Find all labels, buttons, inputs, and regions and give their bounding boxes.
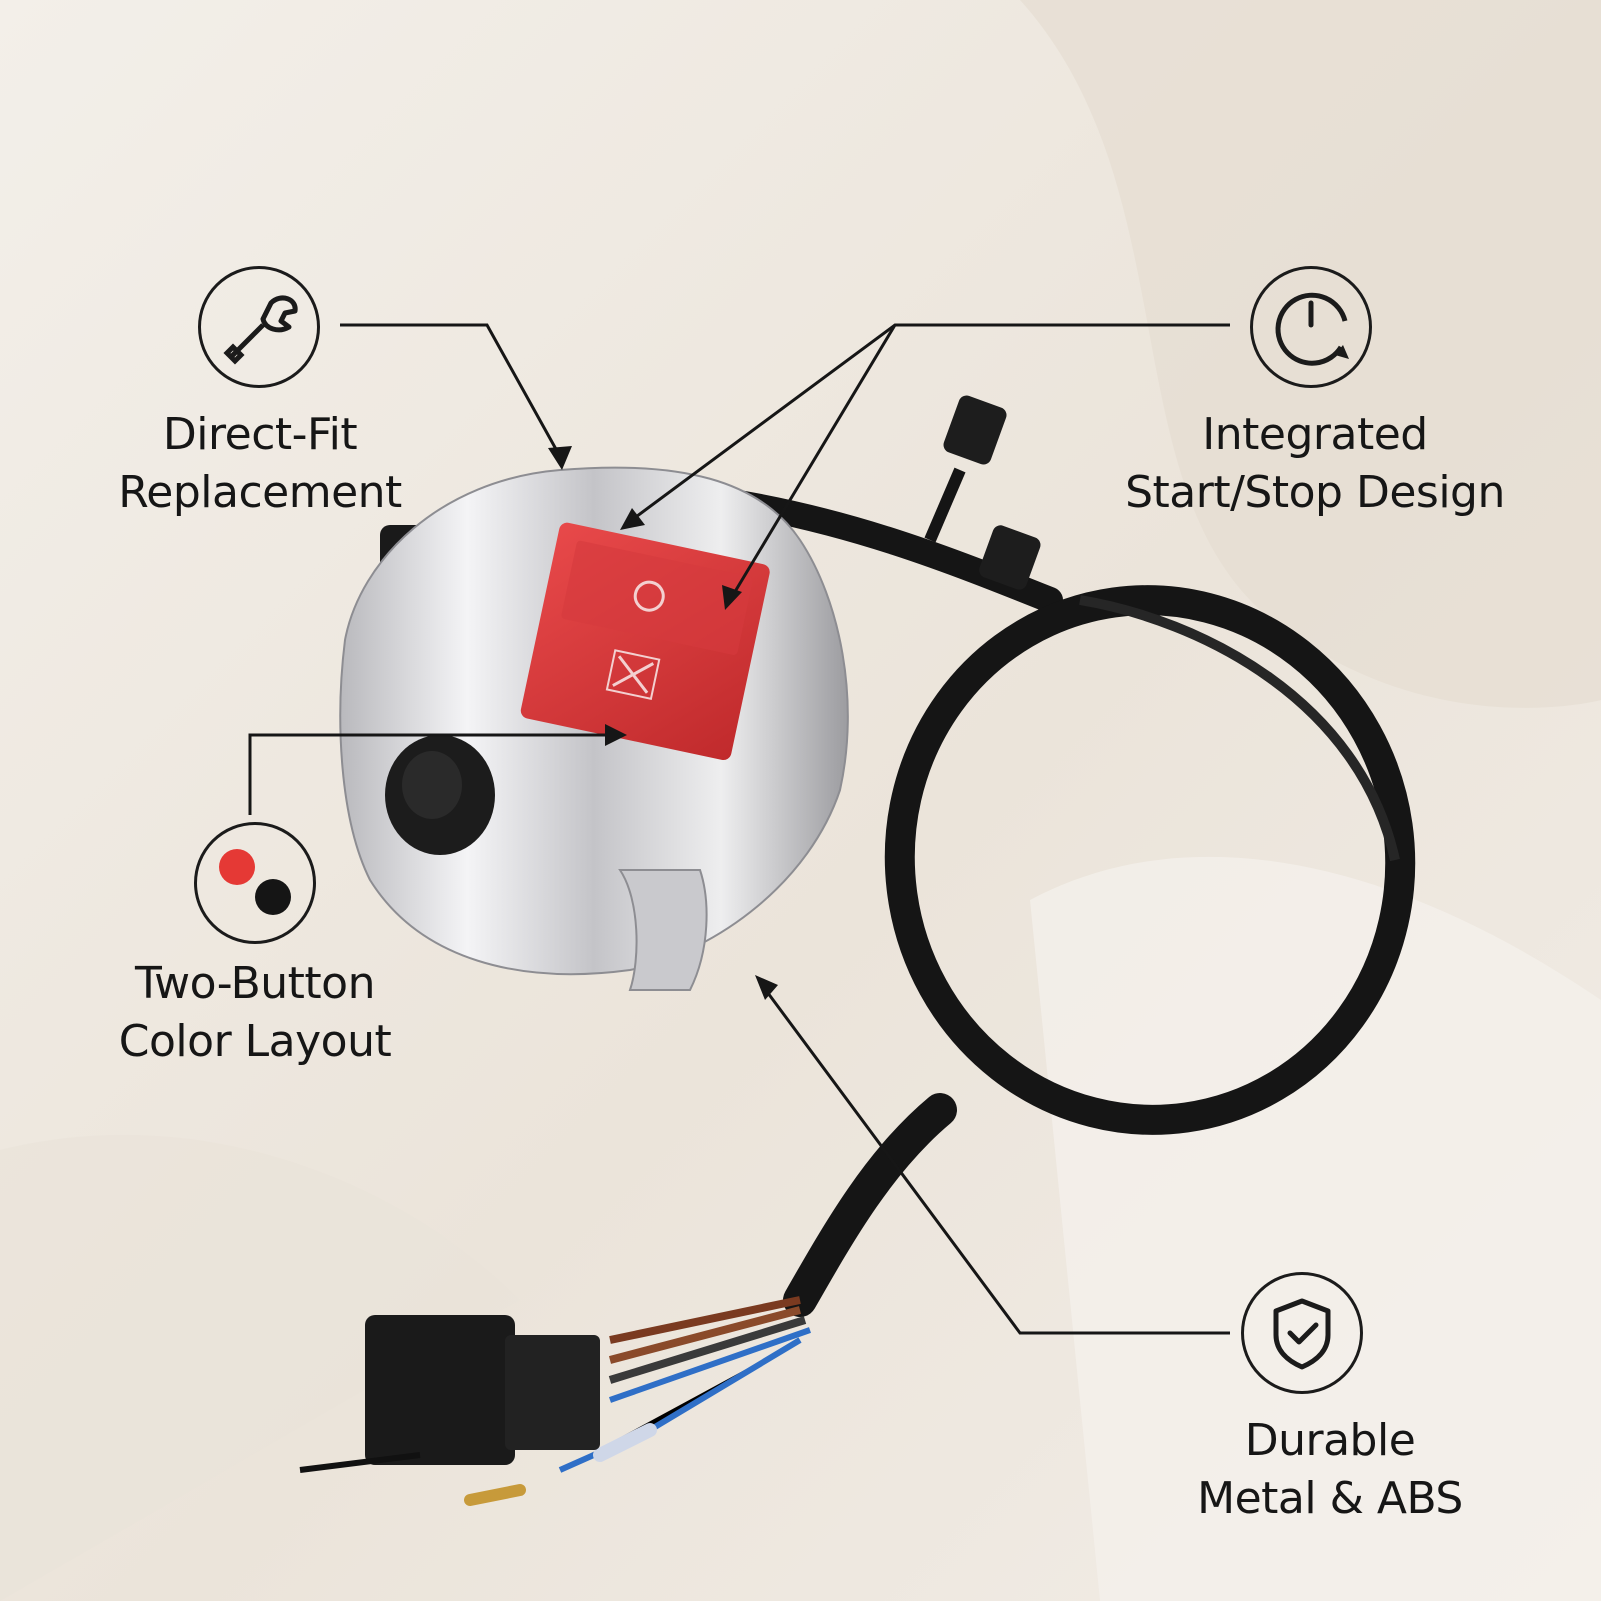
feature-two-button-line1: Two-Button bbox=[134, 958, 376, 1009]
wiring-harness bbox=[299, 395, 1416, 1506]
feature-two-button: Two-Button Color Layout bbox=[70, 955, 440, 1071]
feature-start-stop: Integrated Start/Stop Design bbox=[1080, 406, 1550, 522]
feature-direct-fit: Direct-Fit Replacement bbox=[70, 406, 450, 522]
feature-start-stop-line2: Start/Stop Design bbox=[1125, 467, 1505, 518]
shield-check-icon bbox=[1241, 1272, 1363, 1394]
feature-durable: Durable Metal & ABS bbox=[1140, 1412, 1520, 1528]
background-shadow bbox=[0, 1134, 520, 1601]
background-fold-light bbox=[1030, 856, 1601, 1601]
callout-arrowheads bbox=[548, 446, 778, 1000]
callout-lines bbox=[248, 323, 1230, 1335]
wrench-icon bbox=[198, 266, 320, 388]
feature-durable-line1: Durable bbox=[1244, 1415, 1416, 1466]
red-rocker-switch bbox=[520, 522, 770, 761]
harness-connector bbox=[365, 1315, 515, 1465]
red-black-dots-icon bbox=[194, 822, 316, 944]
feature-direct-fit-line2: Replacement bbox=[118, 467, 402, 518]
feature-two-button-line2: Color Layout bbox=[118, 1016, 392, 1067]
power-dial-icon bbox=[1250, 266, 1372, 388]
feature-start-stop-line1: Integrated bbox=[1202, 409, 1428, 460]
feature-durable-line2: Metal & ABS bbox=[1197, 1473, 1463, 1524]
feature-direct-fit-line1: Direct-Fit bbox=[162, 409, 358, 460]
